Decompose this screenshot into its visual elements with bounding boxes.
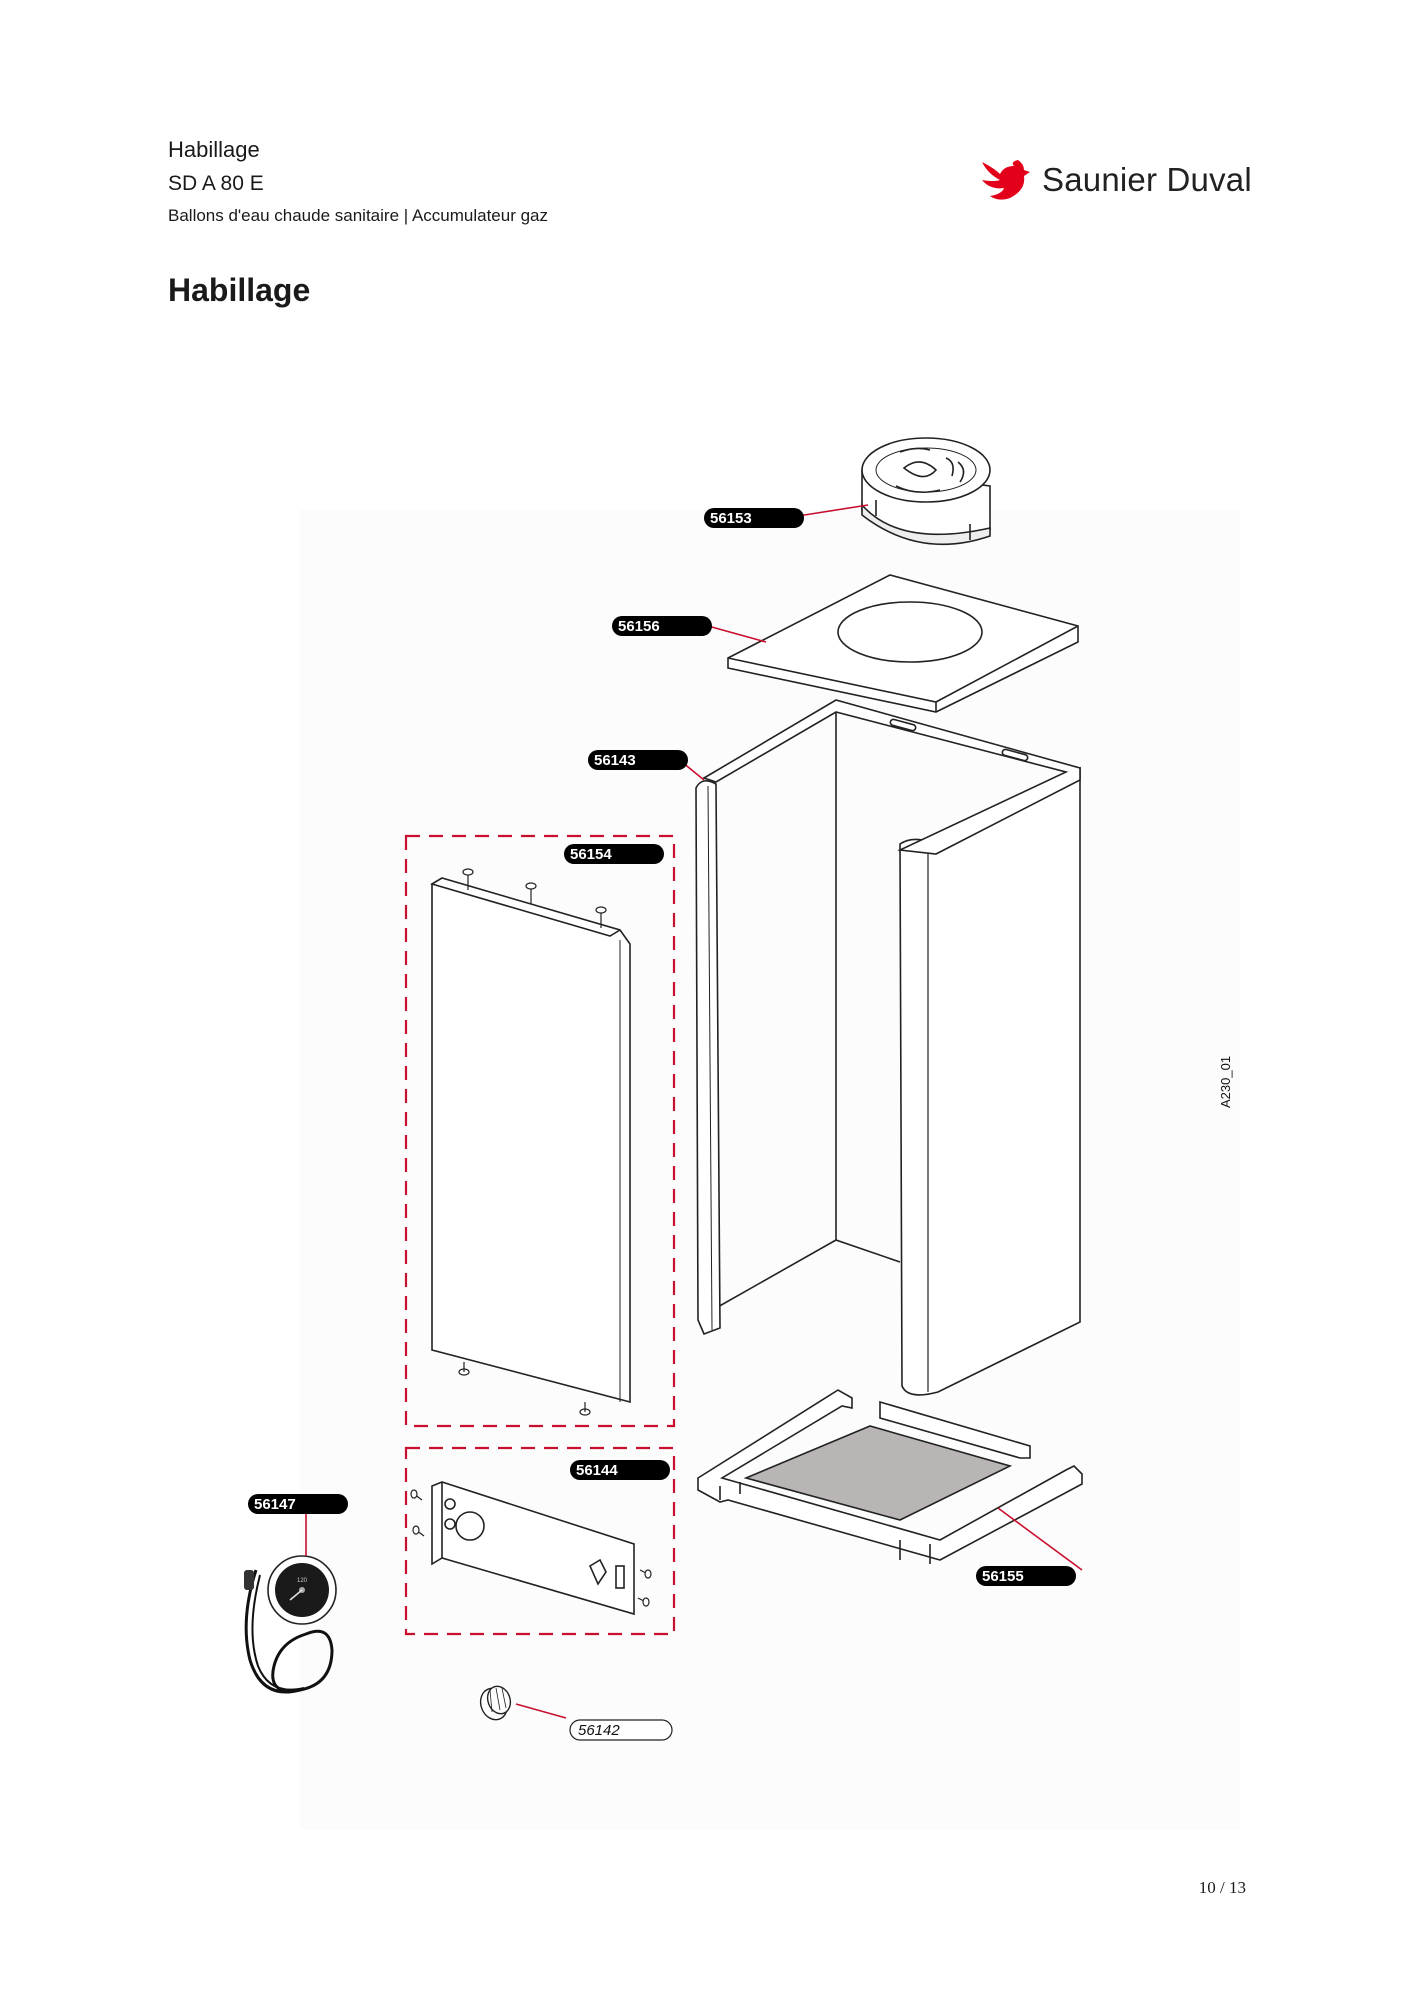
top-plate-part [727,574,1079,713]
page-number: 10 / 13 [1198,1878,1246,1897]
callout-label: 56147 [254,1496,296,1513]
knob-part [479,1685,512,1721]
front-panel-kit-outline [404,834,676,1428]
control-panel-part [431,1481,635,1616]
bird-logo-icon [982,160,1030,200]
header-category: Ballons d'eau chaude sanitaire | Accumul… [168,206,549,225]
callout-56153: 56153 [704,508,804,528]
callout-56147: 56147 [248,1494,348,1514]
thermometer-part: 120 [244,1555,337,1694]
callout-label: 56156 [618,618,660,635]
callout-label: 56144 [576,1462,618,1479]
drawing-reference: A230_01 [1218,1056,1233,1108]
callout-label: 56153 [710,510,752,527]
callout-56156: 56156 [612,616,712,636]
brand-name: Saunier Duval [1042,161,1252,198]
document-header: Habillage SD A 80 E Ballons d'eau chaude… [168,136,548,227]
top-cap-part [861,437,991,546]
header-model: SD A 80 E [168,172,264,195]
base-part [697,1389,1083,1564]
front-panel-part [430,877,631,1404]
callout-label: 56154 [570,846,612,863]
callout-label: 56143 [594,752,636,769]
callout-56154: 56154 [564,844,664,864]
screw-icon [458,868,607,1416]
header-section: Habillage [168,137,260,162]
callout-56144: 56144 [570,1460,670,1480]
callout-label: 56155 [982,1568,1024,1585]
screw-icon [410,1489,652,1607]
casing-part [695,699,1081,1396]
svg-text:120: 120 [297,1578,308,1584]
brand-logo: Saunier Duval [980,158,1252,202]
callout-56155: 56155 [976,1566,1076,1586]
control-panel-kit-outline [404,1446,676,1636]
callout-56142: 56142 [569,1719,673,1741]
callout-label: 56142 [578,1722,620,1739]
callout-56143: 56143 [588,750,688,770]
page-title: Habillage [168,272,311,308]
